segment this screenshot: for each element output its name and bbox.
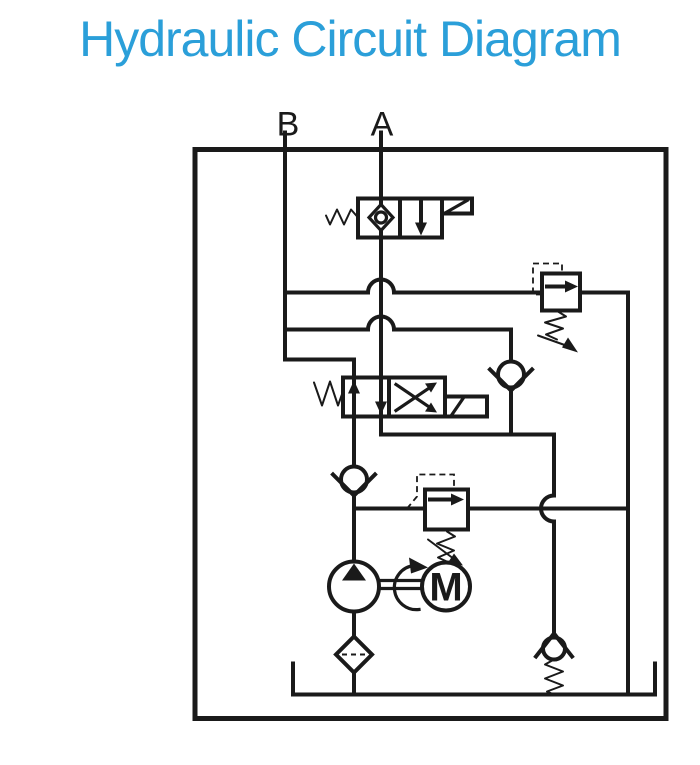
port-label-a: A: [371, 106, 394, 144]
spring-icon: [325, 208, 359, 226]
hydraulic-circuit-diagram: B A: [192, 106, 669, 721]
cross-arrow-1-shaft: [393, 385, 433, 413]
spring-icon: [544, 658, 564, 696]
solenoid-cartridge-valve: [325, 196, 474, 240]
rotation-arrow-arc: [392, 563, 421, 612]
relief-arrow-head: [565, 280, 578, 293]
tank-rail: [291, 661, 657, 697]
check-ball-icon: [496, 359, 526, 390]
check-ball-icon: [339, 464, 369, 495]
check-valve-1: [487, 359, 535, 394]
valve2-port-line: [379, 375, 556, 636]
pump-motor-group: M: [327, 557, 472, 614]
relief1-outlet-drain-rail: [578, 290, 630, 697]
motor-letter: M: [429, 566, 462, 610]
page-title: Hydraulic Circuit Diagram: [79, 11, 622, 67]
relief-valve-1: [532, 262, 582, 353]
directional-valve-4-2: [313, 375, 489, 419]
spring-icon: [436, 530, 456, 564]
pump-flow-triangle-icon: [342, 563, 366, 581]
solenoid-slash-icon: [443, 198, 470, 215]
spring-icon: [544, 310, 567, 341]
pilot-line-dashed: [532, 262, 563, 296]
up-arrow-head: [348, 380, 360, 394]
relief-arrow-head: [451, 493, 464, 506]
manifold-border: [192, 147, 669, 721]
motor-circle: [420, 560, 472, 613]
solenoid-icon: [440, 196, 474, 216]
adjust-arrow-shaft: [537, 334, 567, 347]
cross-arrow-2-head: [425, 402, 437, 413]
cross-arrow-1-head: [425, 382, 437, 393]
rotation-arrow-head: [409, 557, 428, 574]
spring-check-valve: [533, 630, 575, 696]
drive-shaft: [377, 578, 424, 591]
pilot-line-dashed: [406, 473, 455, 510]
conduits: [283, 130, 657, 697]
flow-arrow-head: [415, 222, 427, 236]
port-label-b: B: [277, 106, 300, 144]
poppet-ball-icon: [373, 210, 389, 225]
filter: [333, 633, 375, 676]
spring-icon: [313, 380, 344, 407]
solenoid-icon: [443, 394, 489, 419]
cross-arrow-2-shaft: [393, 382, 433, 410]
port-b-line: [283, 130, 356, 564]
gallery-to-relief1: [283, 277, 544, 295]
relief-body: [540, 271, 582, 313]
check-seat-icon: [330, 471, 378, 499]
adjust-arrow-shaft: [427, 538, 453, 559]
gallery-to-check1: [283, 314, 513, 332]
pump-circle: [327, 559, 381, 614]
relief-body: [423, 487, 470, 532]
relief-valve-2: [406, 473, 470, 566]
check-seat-icon: [487, 366, 535, 394]
adjust-arrow-head: [562, 337, 578, 353]
check-seat-icon: [533, 630, 575, 660]
solenoid-slash-icon: [449, 396, 466, 417]
down-arrow-head: [375, 401, 387, 415]
check-valve-2: [330, 464, 378, 499]
